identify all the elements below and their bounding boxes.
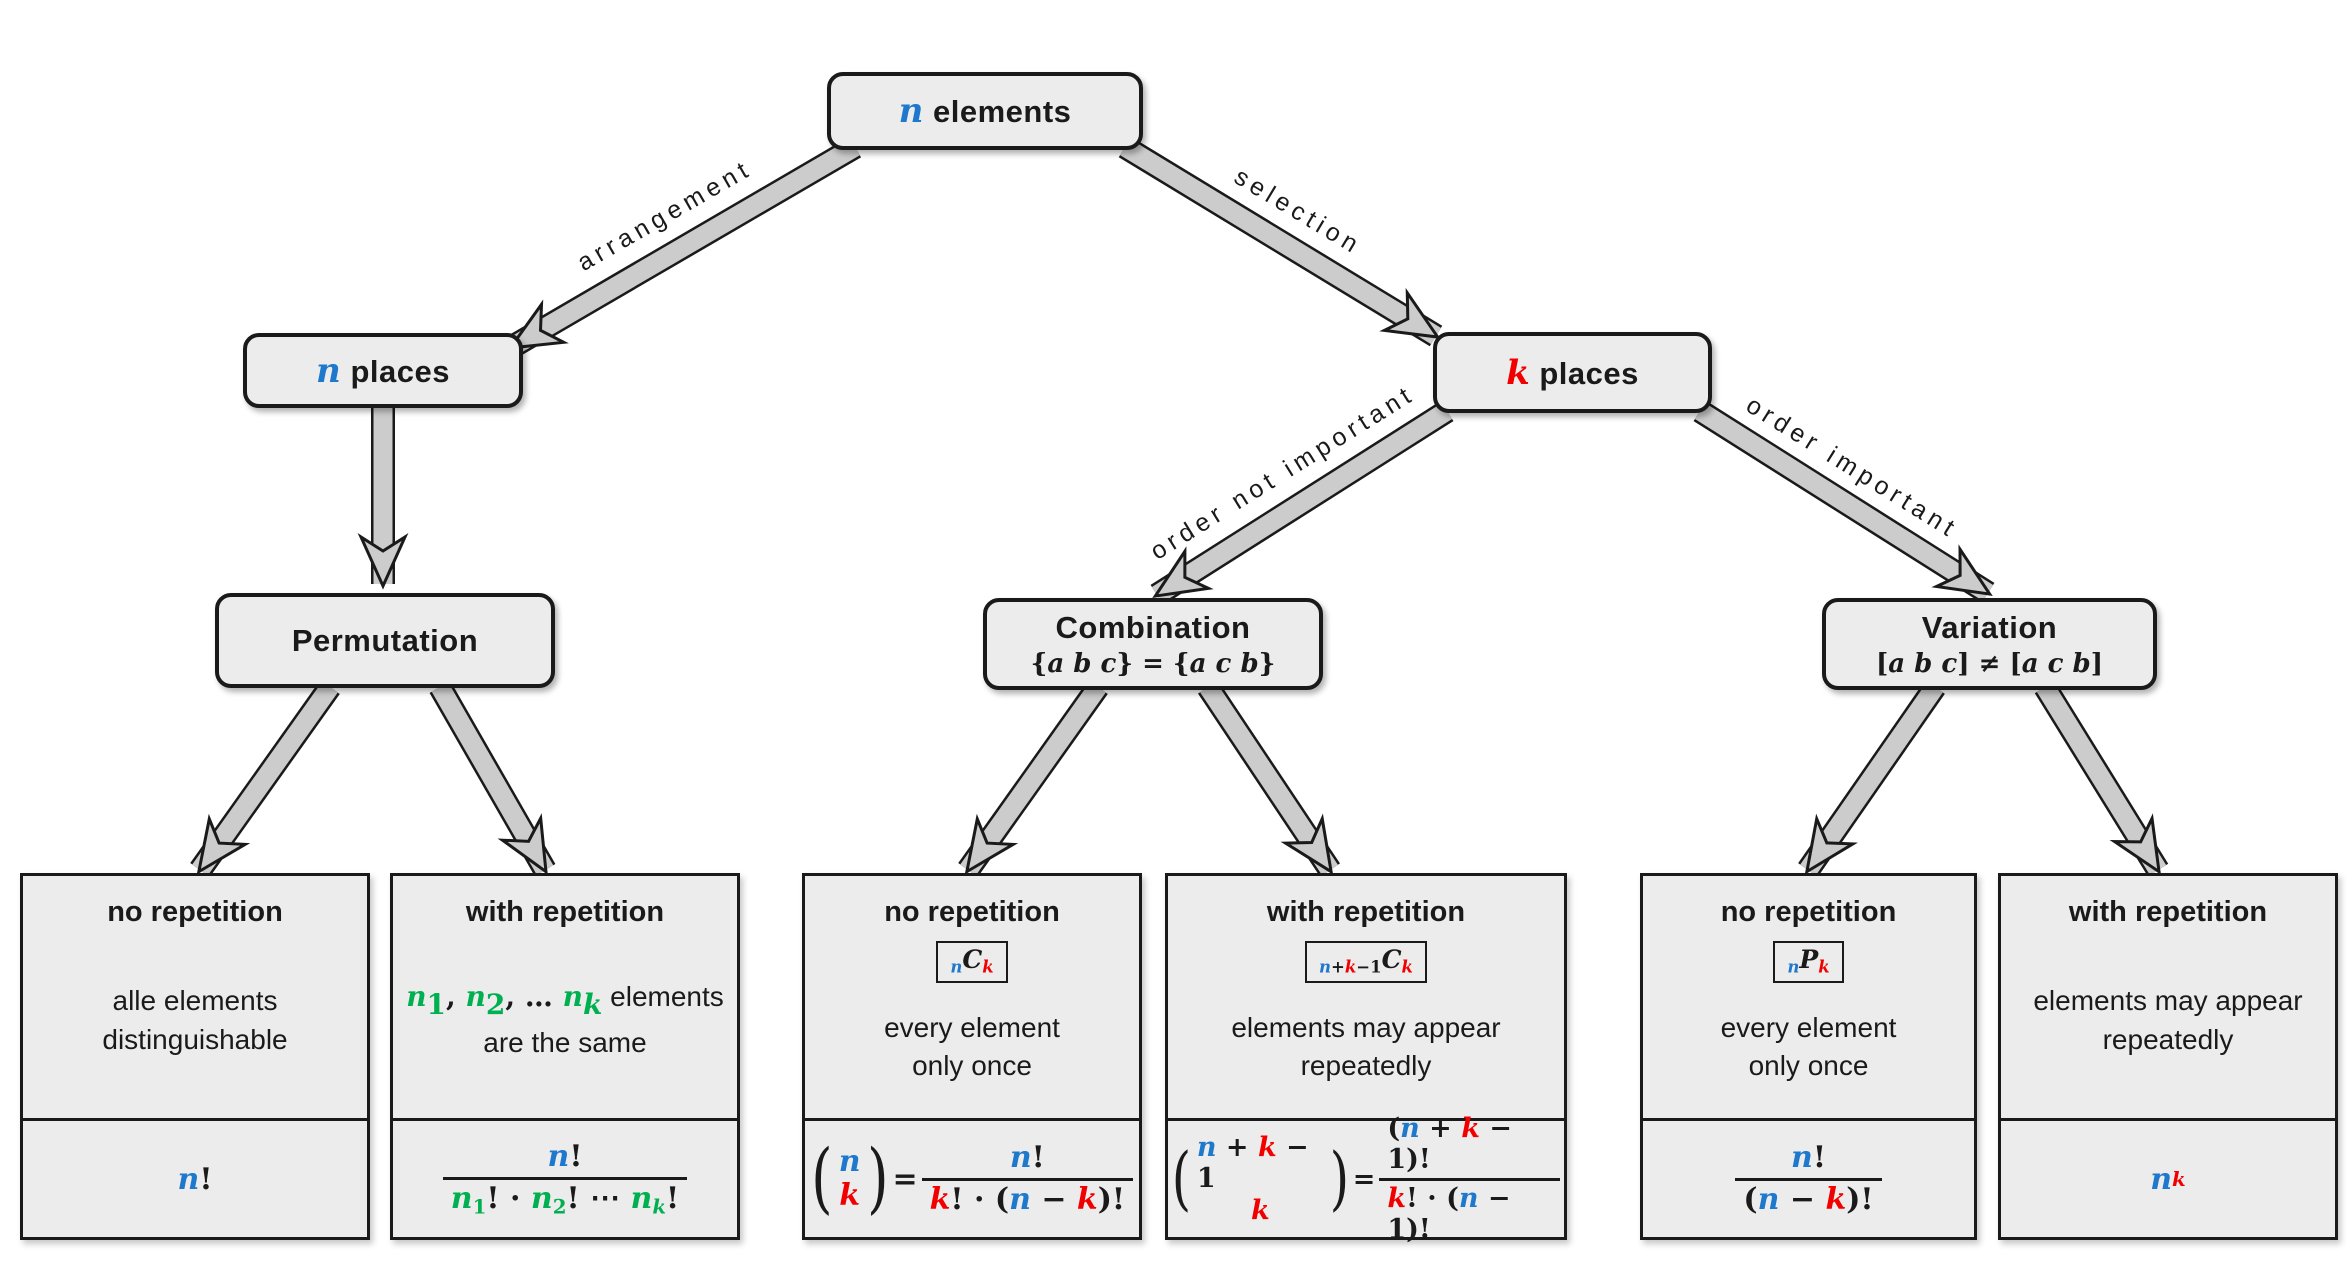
leaf-description: elements may appear repeatedly: [1231, 1011, 1501, 1082]
node-permutation-title: Permutation: [291, 622, 479, 658]
node-permutation: Permutation: [215, 593, 555, 688]
arrow-permutation-no-rep: [190, 680, 340, 877]
leaf-description: every element only once: [884, 1011, 1060, 1082]
arrow-selection: [1118, 136, 1443, 347]
leaf-title: no repetition: [884, 896, 1060, 928]
leaf-title: with repetition: [1266, 896, 1466, 928]
node-combination: Combination {a b c} = {a c b}: [983, 598, 1323, 690]
arrow-variation-no-rep: [1798, 680, 1945, 877]
arrow-order-important: [1693, 400, 1995, 604]
node-n-elements-label: n elements: [898, 91, 1072, 131]
node-combination-title: Combination: [1055, 609, 1251, 645]
leaf-title: no repetition: [1720, 896, 1897, 928]
arrow-permutation-with-rep: [429, 681, 556, 876]
leaf-symbol-badge: nCk: [936, 941, 1008, 983]
leaf-description: n1, n2, … nk elements are the same: [406, 979, 724, 1059]
leaf-symbol-badge: nPk: [1773, 941, 1844, 983]
leaf-description: every element only once: [1720, 1011, 1897, 1082]
arrow-order-not-important: [1150, 400, 1454, 606]
leaf-description: elements may appear repeatedly: [2033, 984, 2303, 1055]
leaf-formula: n!: [23, 1118, 367, 1237]
node-k-places-label: k places: [1506, 352, 1639, 393]
node-variation: Variation [a b c] ≠ [a c b]: [1822, 598, 2157, 690]
node-variation-subtitle: [a b c] ≠ [a c b]: [1875, 648, 2104, 679]
node-n-places-label: n places: [316, 350, 450, 391]
leaf-symbol-badge: n+k−1Ck: [1305, 941, 1427, 983]
leaf-formula: n!(n − k)!: [1643, 1118, 1974, 1237]
arrow-arrangement: [505, 136, 862, 358]
arrow-variation-with-rep: [2034, 680, 2169, 877]
node-n-places: n places: [243, 333, 523, 408]
leaf-combination-no-repetition: no repetition nCk every element only onc…: [802, 873, 1142, 1240]
leaf-title: with repetition: [465, 896, 665, 928]
node-n-elements: n elements: [827, 72, 1143, 150]
leaf-title: no repetition: [107, 896, 283, 928]
leaf-formula: n!n1! · n2! ⋯ nk!: [393, 1118, 737, 1237]
arrow-combination-with-rep: [1198, 680, 1340, 877]
leaf-permutation-no-repetition: no repetition alle elements distinguisha…: [20, 873, 370, 1240]
node-combination-subtitle: {a b c} = {a c b}: [1030, 648, 1276, 679]
leaf-title: with repetition: [2068, 896, 2268, 928]
leaf-combination-with-repetition: with repetition n+k−1Ck elements may app…: [1165, 873, 1567, 1245]
leaf-variation-no-repetition: no repetition nPk every element only onc…: [1640, 873, 1977, 1240]
leaf-variation-with-repetition: with repetition elements may appear repe…: [1998, 873, 2338, 1240]
leaf-permutation-with-repetition: with repetition n1, n2, … nk elements ar…: [390, 873, 740, 1240]
node-k-places: k places: [1433, 332, 1712, 413]
leaf-description: alle elements distinguishable: [102, 984, 288, 1055]
arrow-combination-no-rep: [958, 680, 1108, 877]
node-variation-title: Variation: [1921, 609, 2058, 645]
